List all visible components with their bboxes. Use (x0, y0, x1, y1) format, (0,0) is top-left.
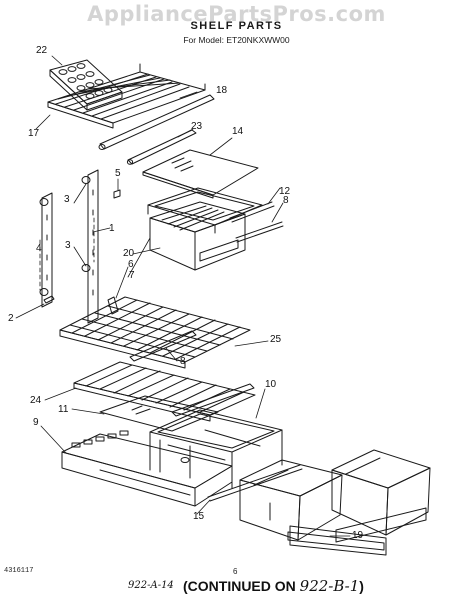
callout-9: 9 (33, 417, 39, 428)
callout-4: 4 (36, 243, 42, 254)
shelf-support-6 (107, 296, 119, 315)
shelf-trim-18 (98, 94, 215, 150)
continued-close: ) (359, 578, 364, 594)
callout-5: 5 (115, 168, 121, 179)
model-line: For Model: ET20NKXWW00 (183, 35, 290, 45)
diagram-title: SHELF PARTS (190, 20, 283, 32)
callout-19: 19 (352, 530, 364, 541)
leader-lines (15, 55, 351, 537)
callout-14: 14 (232, 126, 244, 137)
lower-cover-9 (61, 430, 233, 507)
slide-rail-12 (229, 201, 275, 223)
shelf-ladder-4 (41, 192, 53, 308)
glass-shelf-14 (142, 149, 259, 199)
callout-17: 17 (28, 128, 40, 139)
callout-1: 1 (109, 223, 115, 234)
callout-15: 15 (193, 511, 205, 522)
document-number: 4316117 (4, 567, 34, 575)
hinge-pin-2 (43, 295, 55, 304)
callout-8-upper: 8 (283, 195, 289, 206)
glass-cover-11 (99, 395, 219, 432)
callout-8-middle: 8 (180, 356, 186, 367)
callout-24: 24 (30, 395, 42, 406)
callout-6: 6 (128, 259, 134, 270)
callout-23: 23 (191, 121, 203, 132)
trim-strip-23 (126, 129, 197, 165)
callout-22: 22 (36, 45, 48, 56)
shelf-ladder-1 (87, 169, 99, 324)
handwritten-reference: 922-A-14 (128, 580, 174, 591)
clip-5 (113, 189, 121, 199)
ladder-caps-3 (39, 176, 91, 296)
callout-10: 10 (265, 379, 277, 390)
egg-tray-22 (49, 59, 123, 111)
callout-3-lower: 3 (65, 240, 71, 251)
callout-20: 20 (123, 248, 135, 259)
callout-11: 11 (58, 404, 69, 415)
callout-2: 2 (8, 313, 14, 324)
callout-7: 7 (129, 270, 135, 281)
callout-3-upper: 3 (64, 194, 70, 205)
callout-25: 25 (270, 334, 282, 345)
slide-rail-8-upper (235, 221, 284, 243)
continued-label: (CONTINUED ON (183, 578, 300, 594)
wire-shelf-25 (59, 296, 251, 369)
continued-reference: 922-B-1 (299, 577, 360, 595)
continued-note: (CONTINUED ON 922-B-1) (183, 577, 364, 595)
trim-bar-8-middle (129, 330, 197, 362)
crisper-frame-7 (147, 187, 263, 234)
watermark: AppliancePartsPros.com (87, 2, 386, 26)
wire-shelf-17 (47, 63, 206, 129)
callout-18: 18 (216, 85, 228, 96)
crisper-frame-10 (149, 409, 283, 489)
crisper-drawer-20 (149, 201, 246, 271)
page-number: 6 (233, 567, 238, 576)
slide-rail-15 (207, 464, 303, 502)
crisper-drawers-19 (239, 449, 431, 556)
callout-12: 12 (279, 186, 291, 197)
